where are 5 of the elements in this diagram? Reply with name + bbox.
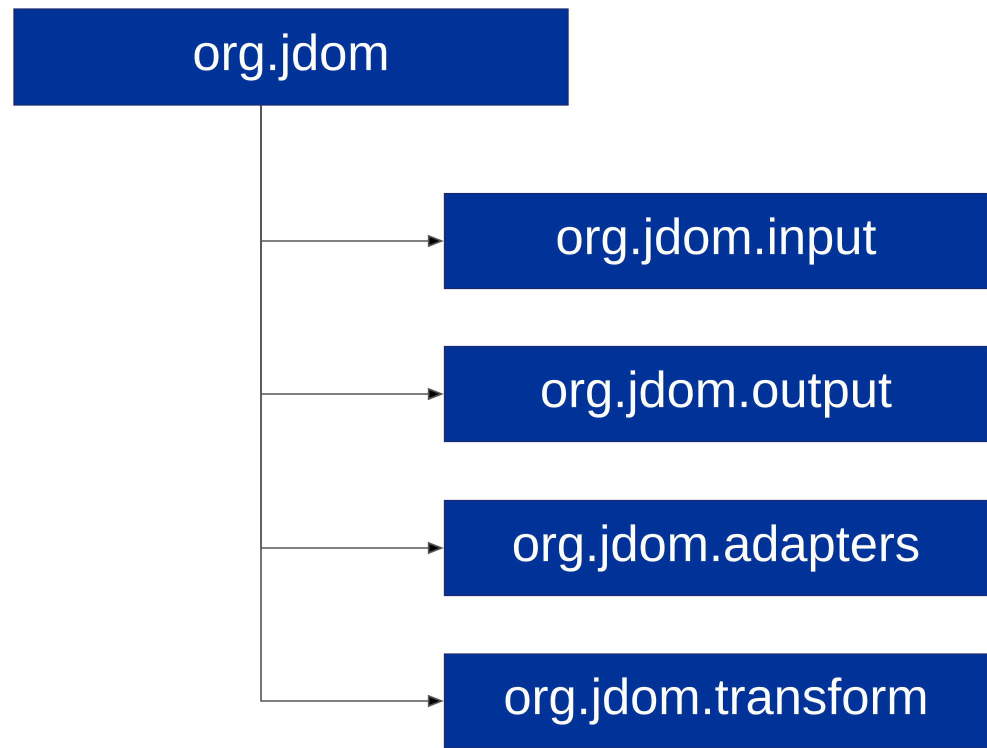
package-box: org.jdom.transform [444, 653, 987, 748]
package-box: org.jdom.adapters [444, 500, 987, 596]
package-box: org.jdom.output [444, 346, 987, 442]
package-box: org.jdom.input [444, 192, 987, 290]
package-box: org.jdom [13, 8, 569, 106]
